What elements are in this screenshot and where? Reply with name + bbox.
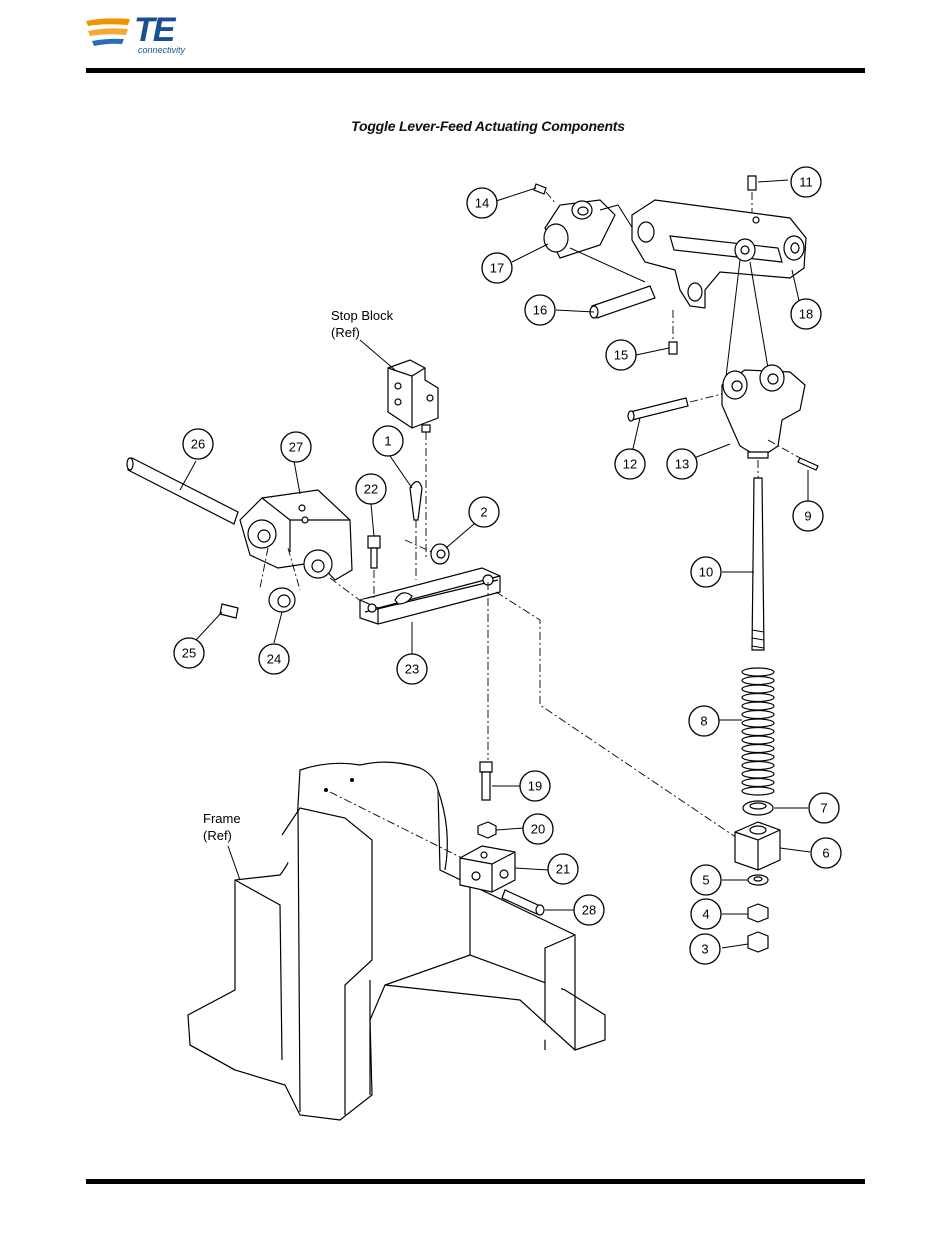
callout-14: 14 — [467, 188, 497, 218]
stop-block-part — [388, 360, 438, 432]
callout-11: 11 — [791, 167, 821, 197]
callout-22: 22 — [356, 474, 386, 504]
callout-12: 12 — [615, 449, 645, 479]
setscrew-part-15 — [669, 342, 677, 354]
callout-17: 17 — [482, 253, 512, 283]
callout-number: 7 — [820, 801, 827, 816]
rod-part-10 — [752, 478, 764, 650]
callout-number: 9 — [804, 509, 811, 524]
callout-number: 26 — [191, 437, 205, 452]
callout-number: 25 — [182, 646, 196, 661]
callout-9: 9 — [793, 501, 823, 531]
callout-number: 2 — [480, 505, 487, 520]
callout-4: 4 — [691, 899, 721, 929]
callout-1: 1 — [373, 426, 403, 456]
callout-21: 21 — [548, 854, 578, 884]
nut-part-20 — [478, 822, 496, 838]
callout-15: 15 — [606, 340, 636, 370]
callout-number: 17 — [490, 261, 504, 276]
nut-part-4 — [748, 904, 768, 922]
callout-number: 18 — [799, 307, 813, 322]
callout-24: 24 — [259, 644, 289, 674]
washer-part-2 — [431, 544, 449, 564]
frame-ref-label-2: (Ref) — [203, 828, 232, 843]
callout-7: 7 — [809, 793, 839, 823]
stop-block-ref-label-1: Stop Block — [331, 308, 394, 323]
pin-part-12 — [628, 398, 688, 421]
stop-block-ref-label-2: (Ref) — [331, 325, 360, 340]
callout-6: 6 — [811, 838, 841, 868]
callout-26: 26 — [183, 429, 213, 459]
callout-number: 10 — [699, 565, 713, 580]
callout-number: 11 — [799, 175, 813, 190]
toggle-lever-part-18 — [632, 200, 806, 308]
callout-number: 14 — [475, 196, 489, 211]
callout-number: 15 — [614, 348, 628, 363]
nut-part-3 — [748, 932, 768, 952]
block-part-21 — [460, 846, 515, 892]
callout-number: 22 — [364, 482, 378, 497]
callout-13: 13 — [667, 449, 697, 479]
block-part-6 — [735, 822, 780, 870]
callout-2: 2 — [469, 497, 499, 527]
clevis-block-part-13 — [722, 365, 805, 458]
callout-number: 13 — [675, 457, 689, 472]
callout-8: 8 — [689, 706, 719, 736]
screw-part-14 — [534, 184, 546, 194]
callout-number: 3 — [701, 942, 708, 957]
spring-part-8 — [742, 668, 774, 795]
screw-part-11 — [748, 176, 756, 190]
callout-number: 28 — [582, 903, 596, 918]
callout-16: 16 — [525, 295, 555, 325]
callout-number: 21 — [556, 862, 570, 877]
lever-bar-part-23 — [360, 568, 500, 624]
callout-number: 20 — [531, 822, 545, 837]
setscrew-part-25 — [220, 604, 238, 618]
callout-number: 8 — [700, 714, 707, 729]
callout-number: 6 — [822, 846, 829, 861]
callout-25: 25 — [174, 638, 204, 668]
bracket-part-27 — [240, 490, 352, 580]
washer-part-5 — [748, 875, 768, 885]
callout-number: 27 — [289, 440, 303, 455]
callout-18: 18 — [791, 299, 821, 329]
callout-20: 20 — [523, 814, 553, 844]
callout-number: 4 — [702, 907, 709, 922]
frame-ref-label-1: Frame — [203, 811, 241, 826]
rod-part-26 — [127, 458, 238, 524]
callout-3: 3 — [690, 934, 720, 964]
callout-10: 10 — [691, 557, 721, 587]
callout-23: 23 — [397, 654, 427, 684]
callout-number: 16 — [533, 303, 547, 318]
callout-19: 19 — [520, 771, 550, 801]
washer-part-7 — [743, 801, 773, 815]
callout-number: 1 — [384, 434, 391, 449]
screw-part-22 — [368, 536, 380, 568]
bolt-part-19 — [480, 762, 492, 800]
callout-number: 23 — [405, 662, 419, 677]
callout-number: 12 — [623, 457, 637, 472]
callout-28: 28 — [574, 895, 604, 925]
roll-pin-part-9 — [798, 458, 818, 470]
callout-number: 5 — [702, 873, 709, 888]
collar-part-24 — [269, 588, 295, 612]
callout-5: 5 — [691, 865, 721, 895]
callout-number: 24 — [267, 652, 281, 667]
callout-27: 27 — [281, 432, 311, 462]
pin-part-16 — [590, 286, 655, 318]
callout-number: 19 — [528, 779, 542, 794]
